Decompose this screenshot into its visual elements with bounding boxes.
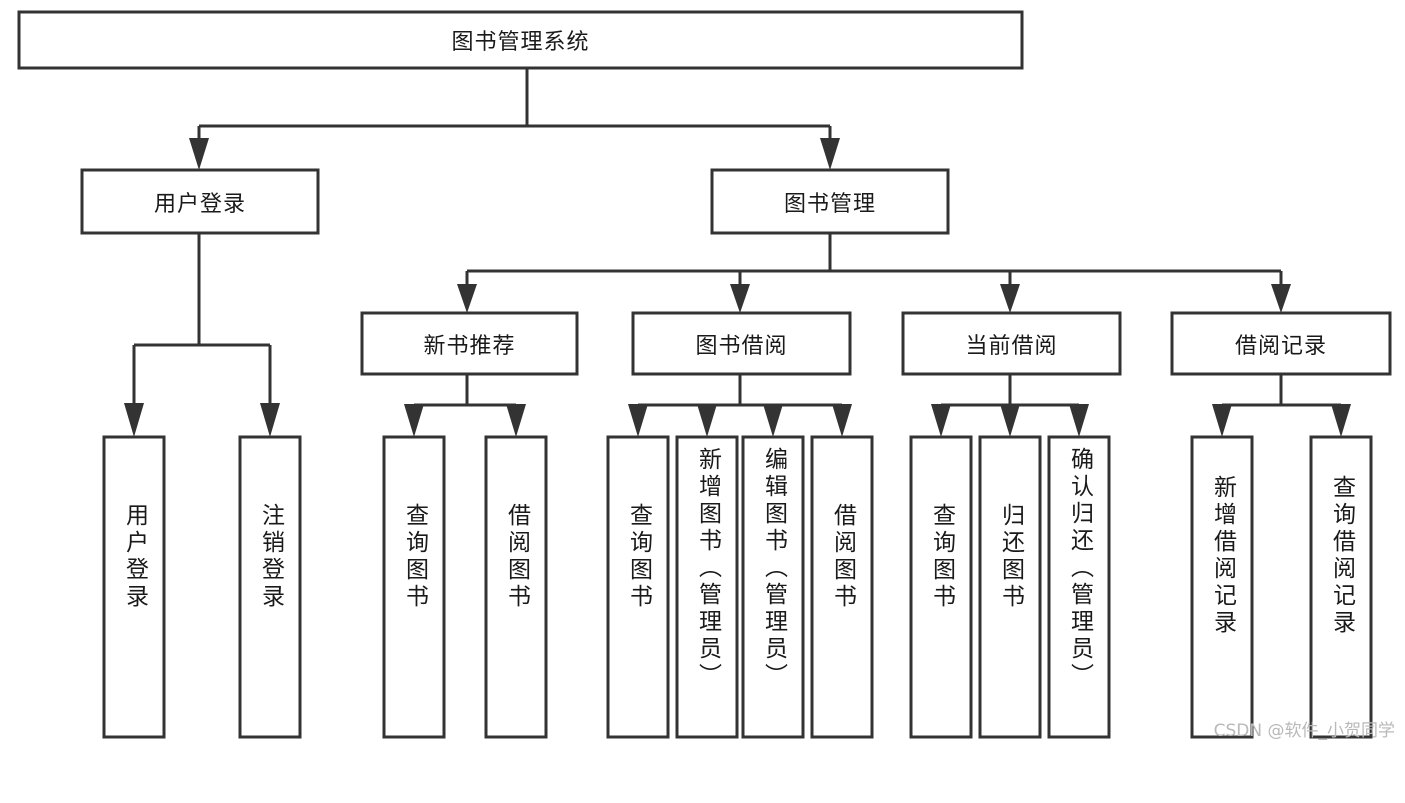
arrow-head-current-2 — [1000, 404, 1020, 437]
leaf-recommend-0[interactable] — [382, 435, 446, 739]
arrow-head-borrow-1 — [628, 404, 648, 437]
arrow-head-level3-3 — [1000, 284, 1020, 313]
leaf-current-0[interactable] — [909, 435, 973, 739]
arrow-head-recommend-1 — [404, 404, 424, 437]
node-user-login[interactable] — [80, 168, 320, 235]
leaf-recommend-1[interactable] — [484, 435, 548, 739]
leaf-borrow-0[interactable] — [606, 435, 670, 739]
node-book-management[interactable] — [710, 168, 950, 235]
arrow-head-user-login-2 — [260, 403, 280, 437]
leaf-borrow-1[interactable] — [675, 435, 739, 739]
diagram-root: 图书管理系统 用户登录 图书管理 新书推荐 图书借阅 当前借阅 借阅记录 用户登… — [17, 10, 1395, 741]
arrow-head-borrow-4 — [832, 404, 852, 437]
arrow-head-record-1 — [1212, 404, 1232, 437]
arrow-head-level2-2 — [820, 138, 840, 170]
arrow-head-level2-1 — [189, 138, 209, 170]
arrow-head-current-1 — [931, 404, 951, 437]
arrow-head-level3-1 — [457, 284, 477, 313]
leaf-record-1[interactable] — [1309, 435, 1373, 739]
arrow-head-level3-2 — [730, 284, 750, 313]
arrow-head-user-login-1 — [124, 403, 144, 437]
node-book-borrow[interactable] — [631, 311, 852, 376]
diagram-canvas — [17, 10, 1392, 739]
leaf-user-login-0[interactable] — [102, 435, 166, 739]
node-new-book-recommend[interactable] — [360, 311, 579, 376]
arrow-head-current-3 — [1069, 404, 1089, 437]
node-current-borrow[interactable] — [901, 311, 1122, 376]
leaf-record-0[interactable] — [1190, 435, 1254, 739]
arrow-head-level3-4 — [1271, 284, 1291, 313]
leaf-borrow-3[interactable] — [810, 435, 874, 739]
leaf-current-2[interactable] — [1047, 435, 1111, 739]
node-borrow-record[interactable] — [1170, 311, 1392, 376]
leaf-user-login-1[interactable] — [238, 435, 302, 739]
leaf-current-1[interactable] — [978, 435, 1042, 739]
arrow-head-recommend-2 — [506, 404, 526, 437]
arrow-head-borrow-2 — [697, 404, 717, 437]
node-root-system[interactable] — [17, 10, 1024, 70]
leaf-borrow-2[interactable] — [741, 435, 805, 739]
arrow-head-record-2 — [1331, 404, 1351, 437]
arrow-head-borrow-3 — [763, 404, 783, 437]
